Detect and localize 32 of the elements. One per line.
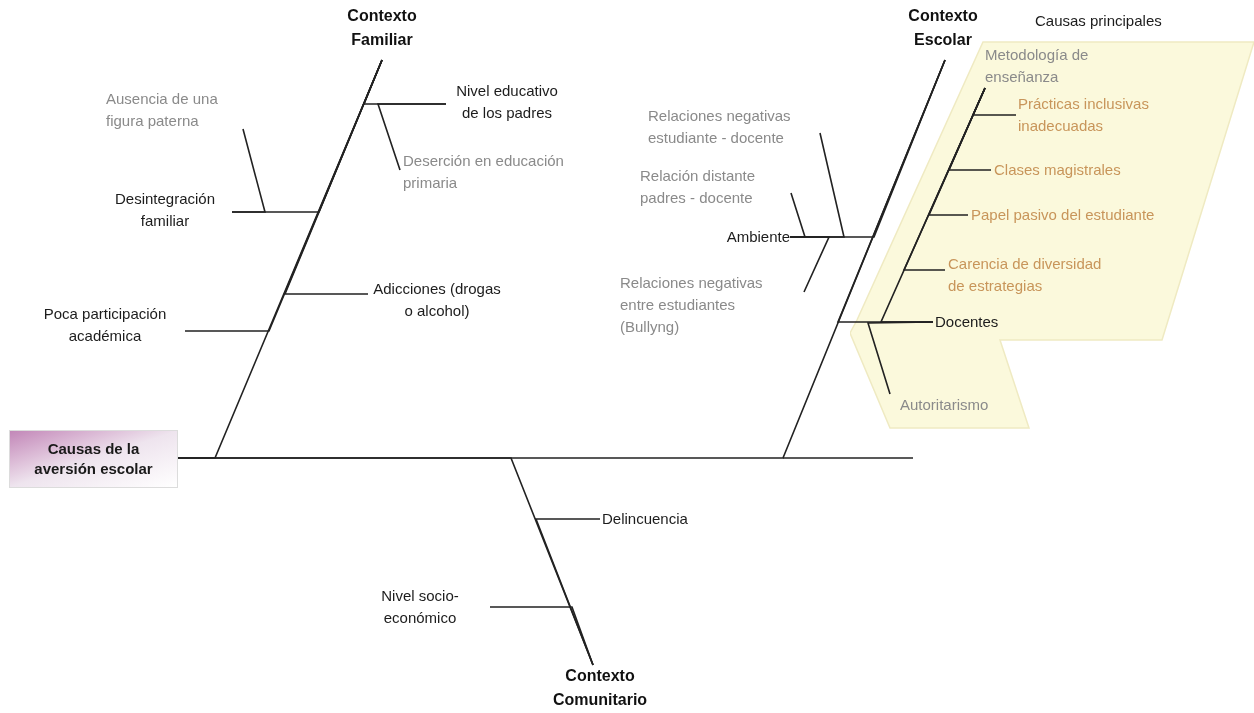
bone-line xyxy=(376,103,447,171)
bone-line xyxy=(902,87,986,271)
main-cause-label: Carencia de diversidad de estrategias xyxy=(948,253,1120,297)
bone-line xyxy=(866,321,934,395)
sub-cause-label: Ausencia de una figura paterna xyxy=(106,88,251,132)
panel-heading: Causas principales xyxy=(1035,11,1162,31)
head-box: Causas de la aversión escolar xyxy=(9,430,178,488)
category-label: Contexto Familiar xyxy=(325,4,439,52)
cause-label: Poca participación académica xyxy=(25,303,185,347)
cause-label: Nivel socio-económico xyxy=(350,585,490,629)
main-cause-label: Clases magistrales xyxy=(994,159,1164,181)
sub-cause-label: Relaciones negativas estudiante - docente xyxy=(648,105,820,149)
main-cause-label: Prácticas inclusivas inadecuadas xyxy=(1018,93,1188,137)
bone-line xyxy=(789,192,807,238)
sub-cause-label: Relación distante padres - docente xyxy=(640,165,791,209)
main-cause-label: Papel pasivo del estudiante xyxy=(971,204,1193,226)
cause-label: Nivel educativo de los padres xyxy=(446,80,568,124)
cause-label: Ambiente xyxy=(700,226,790,248)
cause-label: Desintegración familiar xyxy=(98,188,232,232)
bone-line xyxy=(836,59,946,323)
category-label: Contexto Comunitario xyxy=(540,664,660,712)
sub-cause-label: Autoritarismo xyxy=(900,394,1020,416)
bone-line xyxy=(789,236,831,293)
bone-line xyxy=(184,59,383,332)
sub-cause-label: Metodología de enseñanza xyxy=(985,44,1135,88)
bone-line xyxy=(489,606,594,666)
cause-label: Docentes xyxy=(935,311,1015,333)
sub-cause-label: Relaciones negativas entre estudiantes (Bullyng) xyxy=(620,272,786,338)
bone-line xyxy=(231,128,267,213)
cause-label: Delincuencia xyxy=(602,508,712,530)
cause-label: Adicciones (drogas o alcohol) xyxy=(368,278,506,322)
sub-cause-label: Deserción en educación primaria xyxy=(403,150,603,194)
